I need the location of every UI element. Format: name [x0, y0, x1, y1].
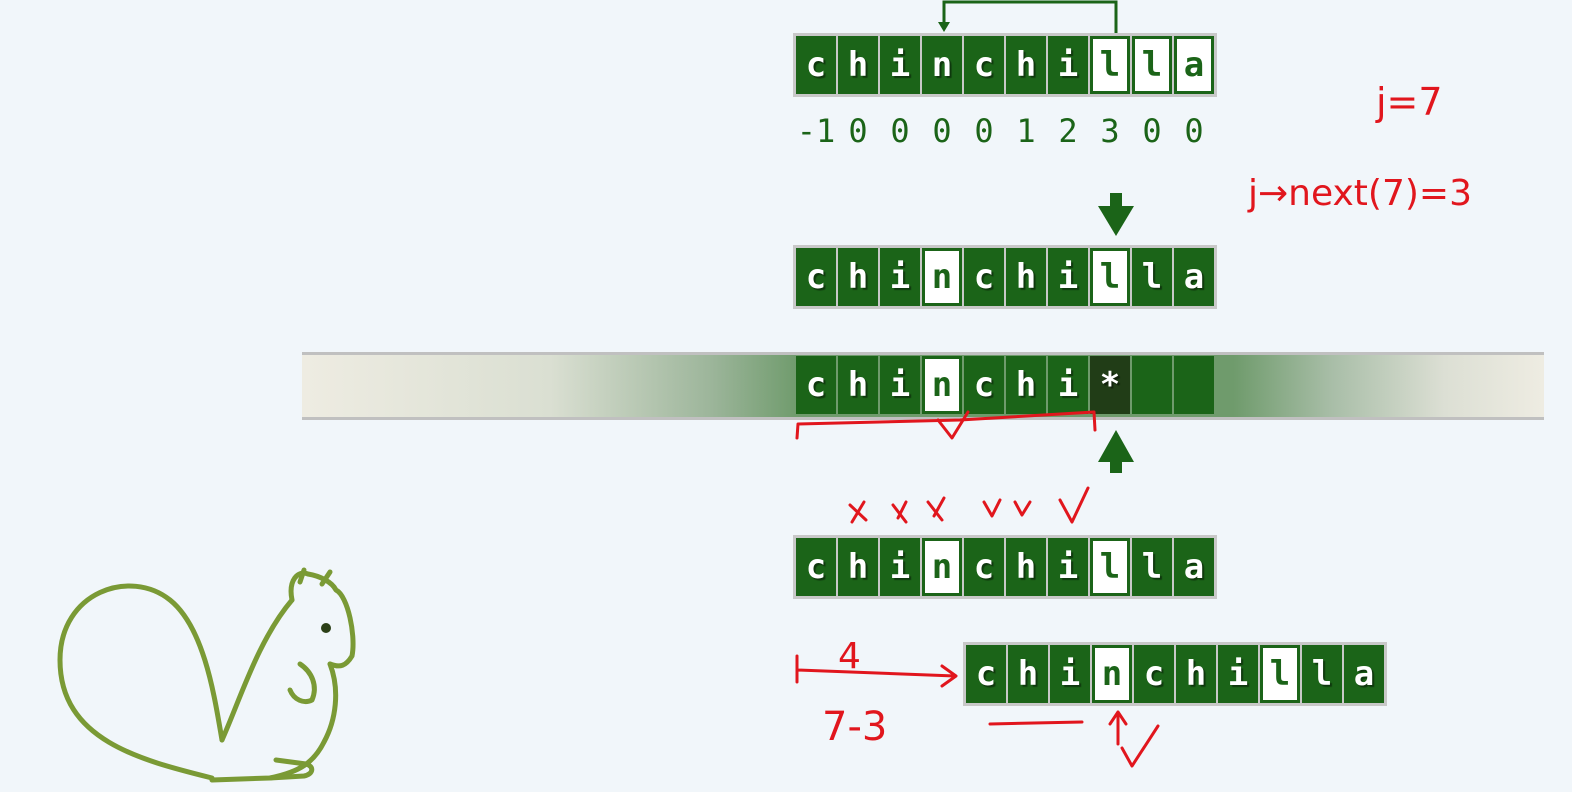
pattern-cell-highlighted: n	[922, 538, 962, 596]
squirrel-eye	[321, 623, 331, 633]
down-arrow-icon	[1098, 193, 1134, 236]
prefix-underline	[988, 720, 1084, 726]
pattern-row-aligned: c h i n c h i l l a	[793, 245, 1217, 309]
next-value: 1	[1016, 112, 1036, 150]
j-value-note: j=7	[1375, 80, 1443, 124]
shift-expression-note: 7-3	[822, 704, 887, 750]
next-value: 2	[1058, 112, 1078, 150]
pattern-cell-highlighted: l	[1132, 36, 1172, 94]
up-arrow-small-icon	[1108, 710, 1128, 746]
text-cell-mismatch: *	[1090, 356, 1130, 414]
next-value: 0	[1184, 112, 1204, 150]
text-cell: h	[1006, 356, 1046, 414]
next-value: 0	[974, 112, 994, 150]
pattern-cell: h	[838, 538, 878, 596]
text-cell: i	[1048, 356, 1088, 414]
up-arrow-icon	[1098, 430, 1134, 473]
shift-arrow	[795, 654, 958, 688]
next-jump-arrowhead	[938, 22, 950, 32]
pattern-cell: h	[1006, 538, 1046, 596]
next-value: 0	[848, 112, 868, 150]
pattern-cell-highlighted: n	[1092, 645, 1132, 703]
pattern-row-lower: c h i n c h i l l a	[793, 535, 1217, 599]
pattern-row-top: c h i n c h i l l a	[793, 33, 1217, 97]
pattern-cell: l	[1302, 645, 1342, 703]
next-value: 3	[1100, 112, 1120, 150]
pattern-cell: i	[1050, 645, 1090, 703]
checkmark-icon	[936, 410, 970, 440]
pattern-cell: a	[1344, 645, 1384, 703]
cross-mark-icon	[891, 500, 908, 524]
pattern-cell-highlighted: l	[1090, 36, 1130, 94]
pattern-row-shifted: c h i n c h i l l a	[963, 642, 1387, 706]
pattern-cell: i	[880, 538, 920, 596]
shift-amount-note: 4	[838, 636, 861, 677]
pattern-cell: h	[1006, 36, 1046, 94]
pattern-cell: h	[1176, 645, 1216, 703]
text-cell: i	[880, 356, 920, 414]
j-next-note: j→next(7)=3	[1247, 173, 1472, 214]
pattern-cell: c	[796, 36, 836, 94]
pattern-cell-highlighted: l	[1090, 538, 1130, 596]
text-cell: c	[796, 356, 836, 414]
pattern-cell: i	[1218, 645, 1258, 703]
text-row: c h i n c h i *	[793, 353, 1217, 417]
matched-prefix-bracket	[795, 410, 1097, 440]
pattern-cell: a	[1174, 538, 1214, 596]
next-value: 0	[890, 112, 910, 150]
pattern-cell: c	[964, 538, 1004, 596]
next-value: 0	[932, 112, 952, 150]
pattern-cell: n	[922, 36, 962, 94]
checkmark-icon	[1120, 724, 1160, 768]
pattern-cell: i	[880, 36, 920, 94]
pattern-cell: c	[1134, 645, 1174, 703]
pattern-cell-highlighted: l	[1260, 645, 1300, 703]
text-cell	[1174, 356, 1214, 414]
pattern-cell: h	[838, 248, 878, 306]
next-array: -1 0 0 0 0 1 2 3 0 0	[796, 112, 1214, 150]
pattern-cell: i	[1048, 248, 1088, 306]
cross-mark-icon	[848, 500, 868, 524]
pattern-cell: c	[796, 538, 836, 596]
squirrel-logo-icon	[57, 567, 356, 783]
next-jump-bracket	[942, 0, 1118, 33]
pattern-cell: i	[880, 248, 920, 306]
pattern-cell: c	[966, 645, 1006, 703]
text-cell-highlighted: n	[922, 356, 962, 414]
pattern-cell: i	[1048, 36, 1088, 94]
pattern-cell: c	[964, 36, 1004, 94]
pattern-cell: l	[1132, 248, 1172, 306]
next-value: 0	[1142, 112, 1162, 150]
pattern-cell: l	[1132, 538, 1172, 596]
text-cell: c	[964, 356, 1004, 414]
checkmark-icon	[1013, 500, 1032, 517]
text-cell	[1132, 356, 1172, 414]
pattern-cell: c	[964, 248, 1004, 306]
checkmark-icon	[1058, 486, 1090, 524]
pattern-cell-highlighted: n	[922, 248, 962, 306]
pattern-cell-highlighted: a	[1174, 36, 1214, 94]
cross-mark-icon	[926, 496, 946, 522]
checkmark-icon	[982, 498, 1002, 518]
pattern-cell: h	[1008, 645, 1048, 703]
pattern-cell-highlighted: l	[1090, 248, 1130, 306]
pattern-cell: c	[796, 248, 836, 306]
pattern-cell: h	[838, 36, 878, 94]
pattern-cell: a	[1174, 248, 1214, 306]
pattern-cell: h	[1006, 248, 1046, 306]
text-cell: h	[838, 356, 878, 414]
pattern-cell: i	[1048, 538, 1088, 596]
next-value: -1	[796, 112, 836, 150]
